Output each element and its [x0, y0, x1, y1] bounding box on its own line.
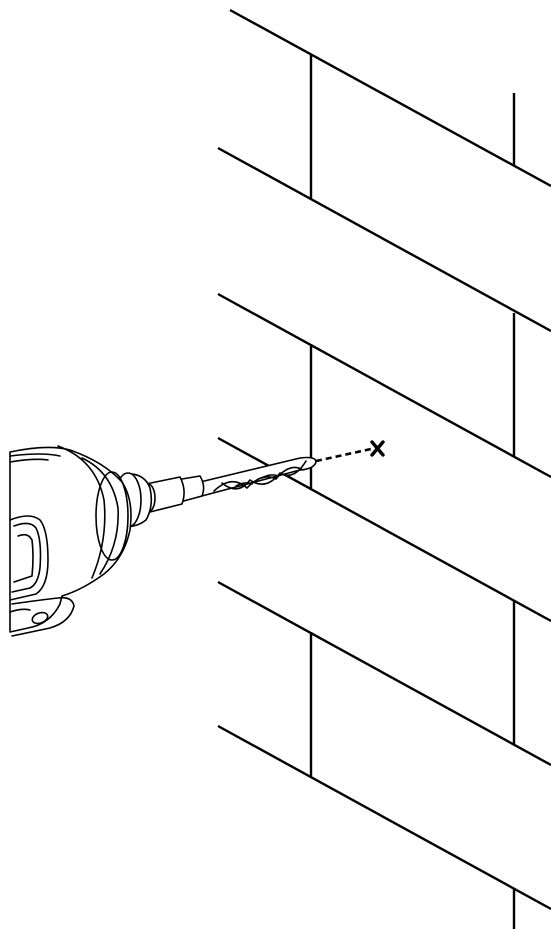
mortar-line — [217, 292, 551, 479]
drill-bit — [195, 456, 317, 498]
mortar-line — [217, 724, 551, 911]
power-drill — [9, 445, 317, 637]
mortar-line — [217, 146, 551, 333]
drill-path — [315, 447, 372, 463]
mortar-line — [217, 580, 551, 767]
x-mark-icon — [370, 440, 385, 457]
mortar-line — [229, 8, 551, 188]
dashed-drill-path — [315, 447, 372, 463]
drill-body — [9, 445, 132, 637]
